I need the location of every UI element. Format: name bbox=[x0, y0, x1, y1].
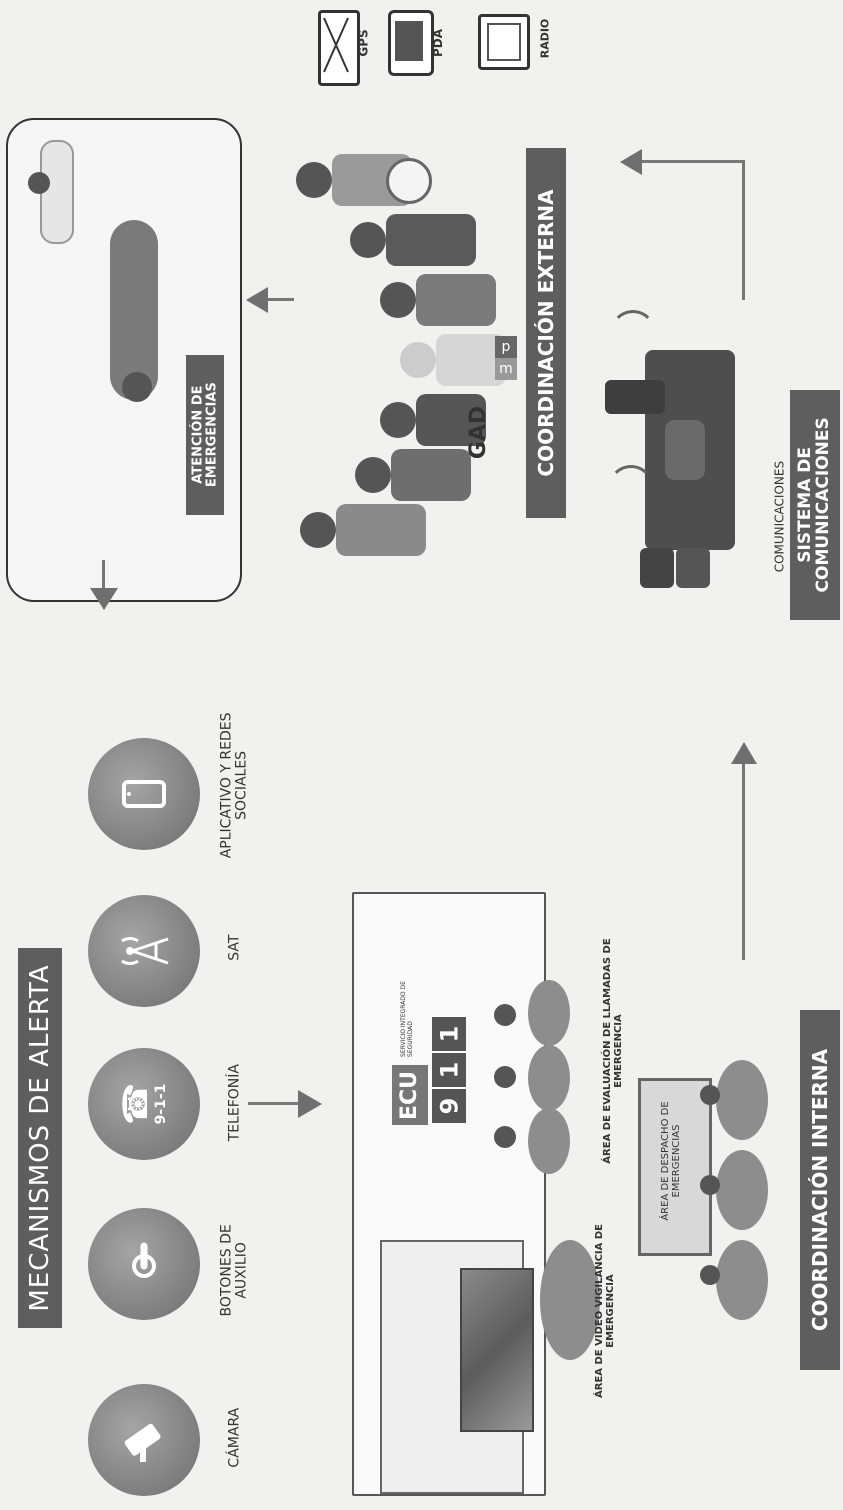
external-coordination-title: COORDINACIÓN EXTERNA bbox=[534, 189, 558, 477]
injured-person-head bbox=[122, 372, 152, 402]
dispatch-desk bbox=[716, 1240, 768, 1320]
antenna-tower-icon bbox=[121, 936, 169, 966]
radio-icon bbox=[487, 23, 521, 61]
dispatch-operator-head bbox=[700, 1265, 720, 1285]
responder-figure bbox=[400, 330, 530, 390]
digit-1b: 1 bbox=[432, 1017, 466, 1051]
sat-label: SAT bbox=[226, 934, 243, 961]
operator-desk bbox=[528, 980, 570, 1046]
radio-device bbox=[478, 14, 530, 70]
external-to-attention-arrow bbox=[268, 298, 294, 301]
dispatch-screen bbox=[638, 1078, 712, 1256]
digit-1a: 1 bbox=[432, 1053, 466, 1087]
signal-waves-icon bbox=[608, 465, 654, 511]
arrow-head-left-top bbox=[620, 149, 642, 175]
panic-button-circle bbox=[88, 1208, 200, 1320]
internal-to-external-arrow bbox=[742, 760, 745, 960]
camera-label: CÁMARA bbox=[226, 1407, 243, 1468]
digit-9: 9 bbox=[432, 1089, 466, 1123]
app-circle bbox=[88, 738, 200, 850]
handheld-radio-icon bbox=[640, 548, 674, 588]
radio-base-station bbox=[585, 320, 735, 580]
video-wall bbox=[460, 1268, 534, 1432]
panic-button-icon bbox=[132, 1242, 156, 1278]
dispatch-operator-head bbox=[700, 1085, 720, 1105]
emergency-attention-banner: ATENCIÓN DE EMERGENCIAS bbox=[186, 355, 224, 515]
responder-figure bbox=[350, 210, 480, 270]
internal-coordination-banner: COORDINACIÓN INTERNA bbox=[800, 1010, 840, 1370]
responder-figure bbox=[296, 150, 432, 210]
gps-map-icon bbox=[323, 17, 349, 73]
alerts-to-center-arrow bbox=[248, 1102, 300, 1105]
operator-head bbox=[494, 1126, 516, 1148]
responder-figure bbox=[380, 270, 510, 330]
firefighter-badge-icon bbox=[386, 158, 432, 204]
communication-system-banner: SISTEMA DE COMUNICACIONES bbox=[790, 390, 840, 620]
operator-desk bbox=[528, 1045, 570, 1111]
responder-figure bbox=[380, 390, 510, 450]
gps-device bbox=[318, 10, 360, 86]
phone-handset-icon: ☎ bbox=[115, 1082, 156, 1126]
operator-desk bbox=[528, 1108, 570, 1174]
ecu-text-box: ECU bbox=[392, 1065, 428, 1125]
telephony-label: TELEFONÍA bbox=[226, 1064, 243, 1142]
arrow-head-down bbox=[90, 588, 118, 610]
dispatch-operator-head bbox=[700, 1175, 720, 1195]
camera-icon bbox=[124, 1423, 161, 1462]
gps-label: GPS bbox=[356, 29, 371, 57]
radio-label: RADIO bbox=[538, 18, 552, 59]
internal-coordination-title: COORDINACIÓN INTERNA bbox=[808, 1048, 832, 1332]
phone-911-text: 9-1-1 bbox=[152, 1083, 169, 1125]
emergency-attention-title: ATENCIÓN DE EMERGENCIAS bbox=[190, 382, 219, 488]
comms-to-external-arrow-top bbox=[640, 160, 744, 163]
agency-badge-p: p bbox=[495, 336, 517, 358]
alert-mechanisms-title: MECANISMOS DE ALERTA bbox=[25, 964, 55, 1312]
dispatch-area-label: ÁREA DE DESPACHO DE EMERGENCIAS bbox=[660, 1101, 682, 1221]
responder-figure bbox=[355, 445, 485, 505]
arrow-head-left bbox=[246, 287, 268, 313]
responder-figure bbox=[300, 500, 430, 560]
camera-circle bbox=[88, 1384, 200, 1496]
panic-button-label: BOTONES DE AUXILIO bbox=[218, 1224, 250, 1317]
ecu911-subtitle: SERVICIO INTEGRADO DE SEGURIDAD bbox=[400, 981, 414, 1057]
paramedic-head bbox=[28, 172, 50, 194]
arrow-head-up bbox=[731, 742, 757, 764]
sat-circle bbox=[88, 895, 200, 1007]
pda-label: PDA bbox=[431, 28, 446, 58]
ecu911-logo: ECU 9 1 1 SERVICIO INTEGRADO DE SEGURIDA… bbox=[392, 981, 482, 1125]
agency-badge-m: m bbox=[495, 358, 517, 380]
evaluation-area-label: ÁREA DE EVALUACIÓN DE LLAMADAS DE EMERGE… bbox=[602, 938, 624, 1164]
operator-head bbox=[494, 1066, 516, 1088]
communication-system-title: SISTEMA DE COMUNICACIONES bbox=[795, 417, 833, 593]
injured-person-figure bbox=[110, 220, 158, 400]
video-area-label: ÁREA DE VIDEO VIGILANCIA DE EMERGENCIA bbox=[594, 1224, 616, 1398]
dispatch-desk bbox=[716, 1150, 768, 1230]
external-coordination-banner: COORDINACIÓN EXTERNA bbox=[526, 148, 566, 518]
arrow-head-right bbox=[298, 1090, 322, 1118]
attention-output-arrow bbox=[102, 560, 105, 590]
phone-circle: ☎ 9-1-1 bbox=[88, 1048, 200, 1160]
operator-head bbox=[494, 1004, 516, 1026]
smartphone-icon bbox=[122, 780, 166, 808]
communications-label: COMUNICACIONES bbox=[772, 460, 787, 573]
paramedic-figure bbox=[40, 140, 74, 244]
video-operator-desk bbox=[540, 1240, 600, 1360]
app-label: APLICATIVO Y REDES SOCIALES bbox=[218, 712, 250, 859]
gad-badge: GAD bbox=[466, 405, 492, 460]
signal-waves-icon bbox=[610, 310, 656, 356]
pda-icon bbox=[395, 21, 423, 61]
dispatch-desk bbox=[716, 1060, 768, 1140]
pda-device bbox=[388, 10, 434, 76]
handheld-radio-icon bbox=[676, 548, 710, 588]
comms-to-external-arrow bbox=[742, 160, 745, 300]
alert-mechanisms-banner: MECANISMOS DE ALERTA bbox=[18, 948, 62, 1328]
